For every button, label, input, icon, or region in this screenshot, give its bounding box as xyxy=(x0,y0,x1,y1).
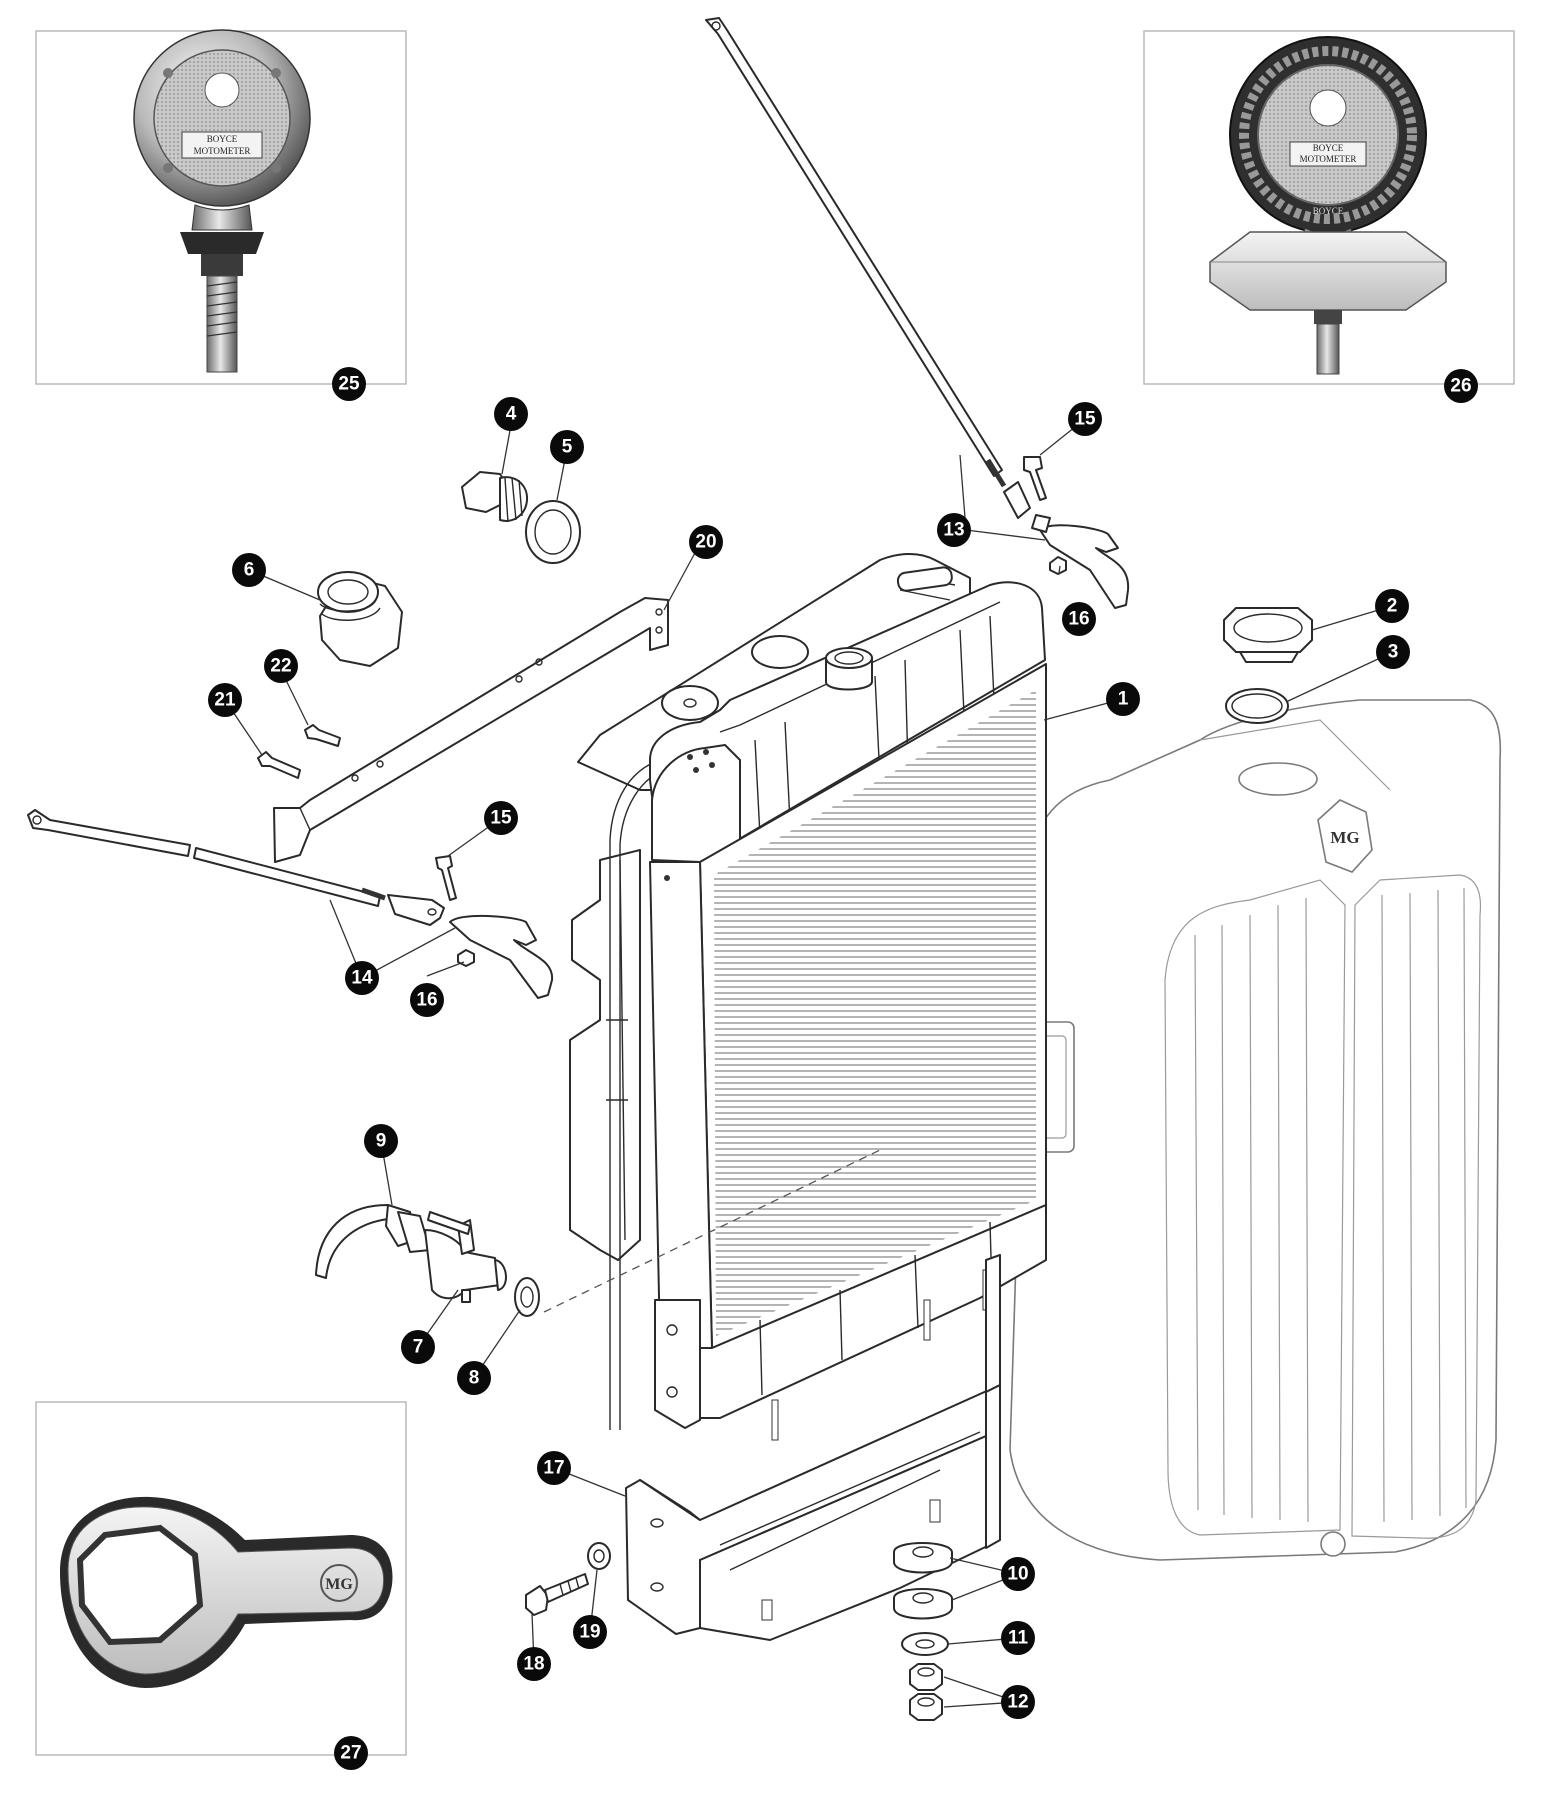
radiator-cap xyxy=(1223,607,1313,663)
svg-text:27: 27 xyxy=(340,1743,361,1764)
bottom-mounting-frame xyxy=(625,1254,1001,1641)
svg-text:3: 3 xyxy=(1388,642,1399,663)
side-bracket-bar xyxy=(273,597,669,863)
callout-15-side: 15 xyxy=(484,801,518,835)
drain-plug xyxy=(461,471,529,523)
svg-text:2: 2 xyxy=(1387,596,1398,617)
svg-text:16: 16 xyxy=(1068,609,1089,630)
wrench-mg-logo: MG xyxy=(325,1576,353,1593)
svg-text:15: 15 xyxy=(490,808,512,829)
callout-19: 19 xyxy=(573,1615,607,1649)
callout-10: 10 xyxy=(1001,1557,1035,1591)
svg-text:7: 7 xyxy=(413,1337,424,1358)
bolt-18 xyxy=(525,1573,589,1616)
svg-text:5: 5 xyxy=(562,437,573,458)
threaded-adaptor xyxy=(317,571,403,667)
callout-12: 12 xyxy=(1001,1685,1035,1719)
rubber-mount xyxy=(893,1542,953,1620)
bolt-21 xyxy=(257,751,301,779)
svg-text:15: 15 xyxy=(1074,409,1096,430)
svg-text:10: 10 xyxy=(1007,1564,1028,1585)
radiator-core xyxy=(569,553,1047,1441)
tap-washer xyxy=(514,1277,540,1317)
callout-11: 11 xyxy=(1001,1621,1035,1655)
callout-20: 20 xyxy=(689,525,723,559)
mount-washer xyxy=(901,1632,949,1656)
svg-text:22: 22 xyxy=(270,656,291,677)
meter-name-label: MOTOMETER xyxy=(194,146,251,156)
svg-text:20: 20 xyxy=(695,532,716,553)
svg-text:26: 26 xyxy=(1450,376,1471,397)
callout-16-side: 16 xyxy=(410,983,444,1017)
callout-17: 17 xyxy=(537,1451,571,1485)
svg-text:14: 14 xyxy=(351,968,373,989)
svg-text:1: 1 xyxy=(1118,689,1129,710)
svg-text:25: 25 xyxy=(338,374,360,395)
meter-rim-label: BOYCE xyxy=(1313,206,1344,216)
cap-seal xyxy=(1225,688,1289,724)
photo-wrench-27: MG xyxy=(35,1401,407,1756)
svg-text:12: 12 xyxy=(1007,1692,1028,1713)
side-stay-rod xyxy=(27,809,554,999)
mount-nut xyxy=(909,1663,943,1721)
nut-16-side xyxy=(457,949,475,967)
svg-text:19: 19 xyxy=(579,1622,600,1643)
nut-16-top xyxy=(1049,556,1067,575)
callout-1: 1 xyxy=(1106,682,1140,716)
svg-text:17: 17 xyxy=(543,1458,564,1479)
photo-motometer-26: BOYCE MOTOMETER BOYCE xyxy=(1143,30,1515,385)
svg-text:13: 13 xyxy=(943,520,964,541)
top-stay-rod xyxy=(705,17,1130,609)
callout-21: 21 xyxy=(208,683,242,717)
callout-14: 14 xyxy=(345,961,379,995)
meter-name-label: MOTOMETER xyxy=(1300,154,1357,164)
callout-5: 5 xyxy=(550,430,584,464)
bolt-22 xyxy=(304,724,341,747)
callout-8: 8 xyxy=(457,1361,491,1395)
callout-22: 22 xyxy=(264,649,298,683)
svg-text:16: 16 xyxy=(416,990,437,1011)
drain-tap xyxy=(397,1211,507,1303)
sealing-ring xyxy=(525,500,581,564)
callout-16-top: 16 xyxy=(1062,602,1096,636)
svg-text:11: 11 xyxy=(1008,1628,1029,1649)
bolt-15-side xyxy=(435,855,457,901)
callout-15-top: 15 xyxy=(1068,402,1102,436)
grille-mg-badge: MG xyxy=(1330,828,1359,847)
callout-3: 3 xyxy=(1376,635,1410,669)
washer-19 xyxy=(587,1542,611,1570)
callout-7: 7 xyxy=(401,1330,435,1364)
callout-13: 13 xyxy=(937,513,971,547)
callout-18: 18 xyxy=(517,1647,551,1681)
callout-2: 2 xyxy=(1375,589,1409,623)
svg-text:6: 6 xyxy=(244,560,255,581)
svg-text:9: 9 xyxy=(376,1131,387,1152)
callout-25: 25 xyxy=(332,367,366,401)
radiator-grille-shell: MG xyxy=(1009,699,1502,1561)
svg-text:18: 18 xyxy=(523,1654,544,1675)
meter-brand-label: BOYCE xyxy=(1313,143,1344,153)
callout-27: 27 xyxy=(334,1736,368,1770)
svg-text:4: 4 xyxy=(506,404,517,425)
meter-brand-label: BOYCE xyxy=(207,134,238,144)
callout-9: 9 xyxy=(364,1124,398,1158)
svg-text:21: 21 xyxy=(214,690,236,711)
callout-6: 6 xyxy=(232,553,266,587)
hidden-line xyxy=(543,1149,881,1313)
svg-text:8: 8 xyxy=(469,1368,480,1389)
callout-4: 4 xyxy=(494,397,528,431)
photo-motometer-25: BOYCE MOTOMETER xyxy=(35,29,407,385)
bolt-15-top xyxy=(1023,456,1047,501)
callout-26: 26 xyxy=(1444,369,1478,403)
